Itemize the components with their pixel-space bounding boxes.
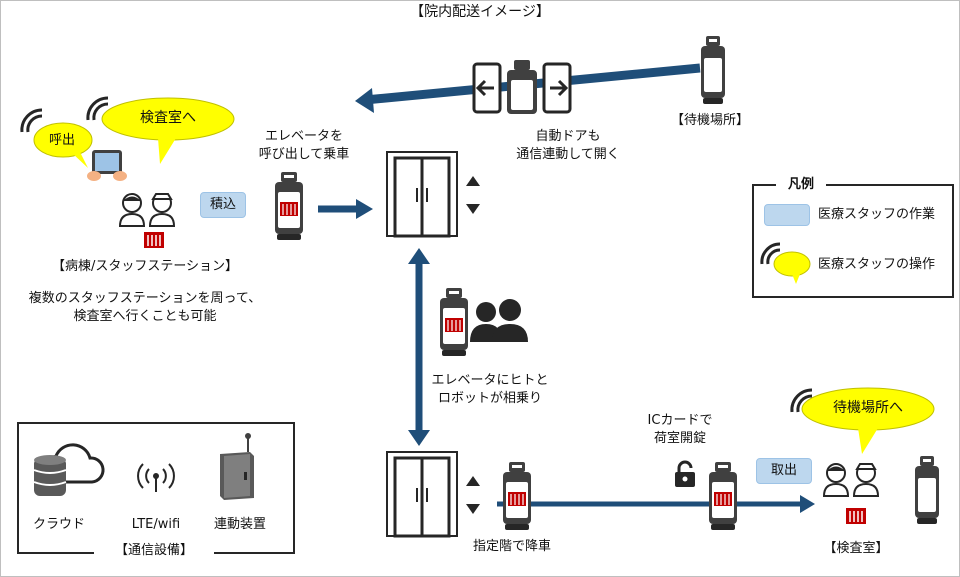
ic-card-text-2: 荷室開錠 (653, 431, 706, 446)
auto-door-text-1: 自動ドアも (535, 129, 601, 144)
wifi-label: LTE/wifi (131, 517, 181, 532)
legend-speech-icon (760, 242, 811, 284)
wireless-icon (137, 463, 175, 492)
legend-staff-work-label: 医療スタッフの作業 (818, 207, 936, 222)
staff-icon (118, 193, 176, 227)
people-icon (470, 299, 528, 342)
device-cabinet-icon (220, 433, 254, 500)
package-icon (144, 232, 164, 248)
elevator-share-text-2: ロボットが相乗り (437, 391, 542, 406)
robot-icon (709, 462, 737, 530)
legend-staff-operation-label: 医療スタッフの操作 (818, 257, 936, 272)
legend-staff-work-swatch (764, 204, 810, 226)
elevator-call-text-1: エレベータを (264, 129, 343, 144)
take-out-box: 取出 (756, 458, 812, 484)
arrowhead-right-elevator (356, 199, 373, 219)
elevator-share-text-1: エレベータにヒトと (431, 373, 549, 388)
auto-door-icon (472, 60, 572, 114)
ward-label: 【病棟/スタッフステーション】 (51, 259, 239, 274)
signal-icon (20, 108, 43, 133)
robot-icon (915, 456, 939, 524)
arrowhead-down (408, 430, 430, 446)
robot-icon (701, 36, 725, 104)
arrowhead-up (408, 248, 430, 264)
device-label: 連動装置 (213, 517, 266, 532)
waiting-place-label: 【待機場所】 (670, 113, 749, 128)
diagram-title: 【院内配送イメージ】 (410, 4, 550, 20)
lab-label: 【検査室】 (823, 541, 889, 556)
auto-door-text-2: 通信連動して開く (516, 147, 620, 162)
exam-speech-bubble (101, 97, 235, 164)
unlock-icon (675, 460, 695, 487)
comm-title: 【通信設備】 (94, 542, 214, 559)
robot-icon (440, 288, 468, 356)
elevator-call-text-2: 呼び出して乗車 (258, 147, 350, 162)
tablet-icon (87, 150, 127, 181)
cloud-label: クラウド (32, 517, 85, 532)
ic-card-text-1: ICカードで (647, 413, 713, 428)
robot-icon (503, 462, 531, 530)
elevator-icon (386, 151, 480, 238)
staff-icon (822, 463, 880, 497)
exam-bubble-text: 検査室へ (140, 110, 196, 126)
cloud-database-icon (33, 443, 105, 496)
call-speech-bubble (33, 122, 93, 168)
lab-bubble-text: 待機場所へ (833, 400, 903, 416)
call-bubble-text: 呼出 (48, 133, 75, 148)
elevator-icon (386, 451, 480, 538)
package-icon (846, 508, 866, 524)
legend-box (752, 184, 954, 298)
ward-note-1: 複数のスタッフステーションを周って、 (28, 291, 262, 306)
alight-text: 指定階で降車 (472, 539, 551, 554)
robot-icon (275, 172, 303, 240)
load-box: 積込 (200, 192, 246, 218)
signal-icon (86, 96, 109, 121)
legend-title: 凡例 (776, 176, 826, 193)
lab-speech-bubble (801, 387, 935, 454)
ward-note-2: 検査室へ行くことも可能 (73, 309, 217, 324)
arrowhead-right-lab (800, 495, 815, 513)
signal-icon (790, 388, 813, 413)
arrowhead-left (355, 88, 374, 113)
